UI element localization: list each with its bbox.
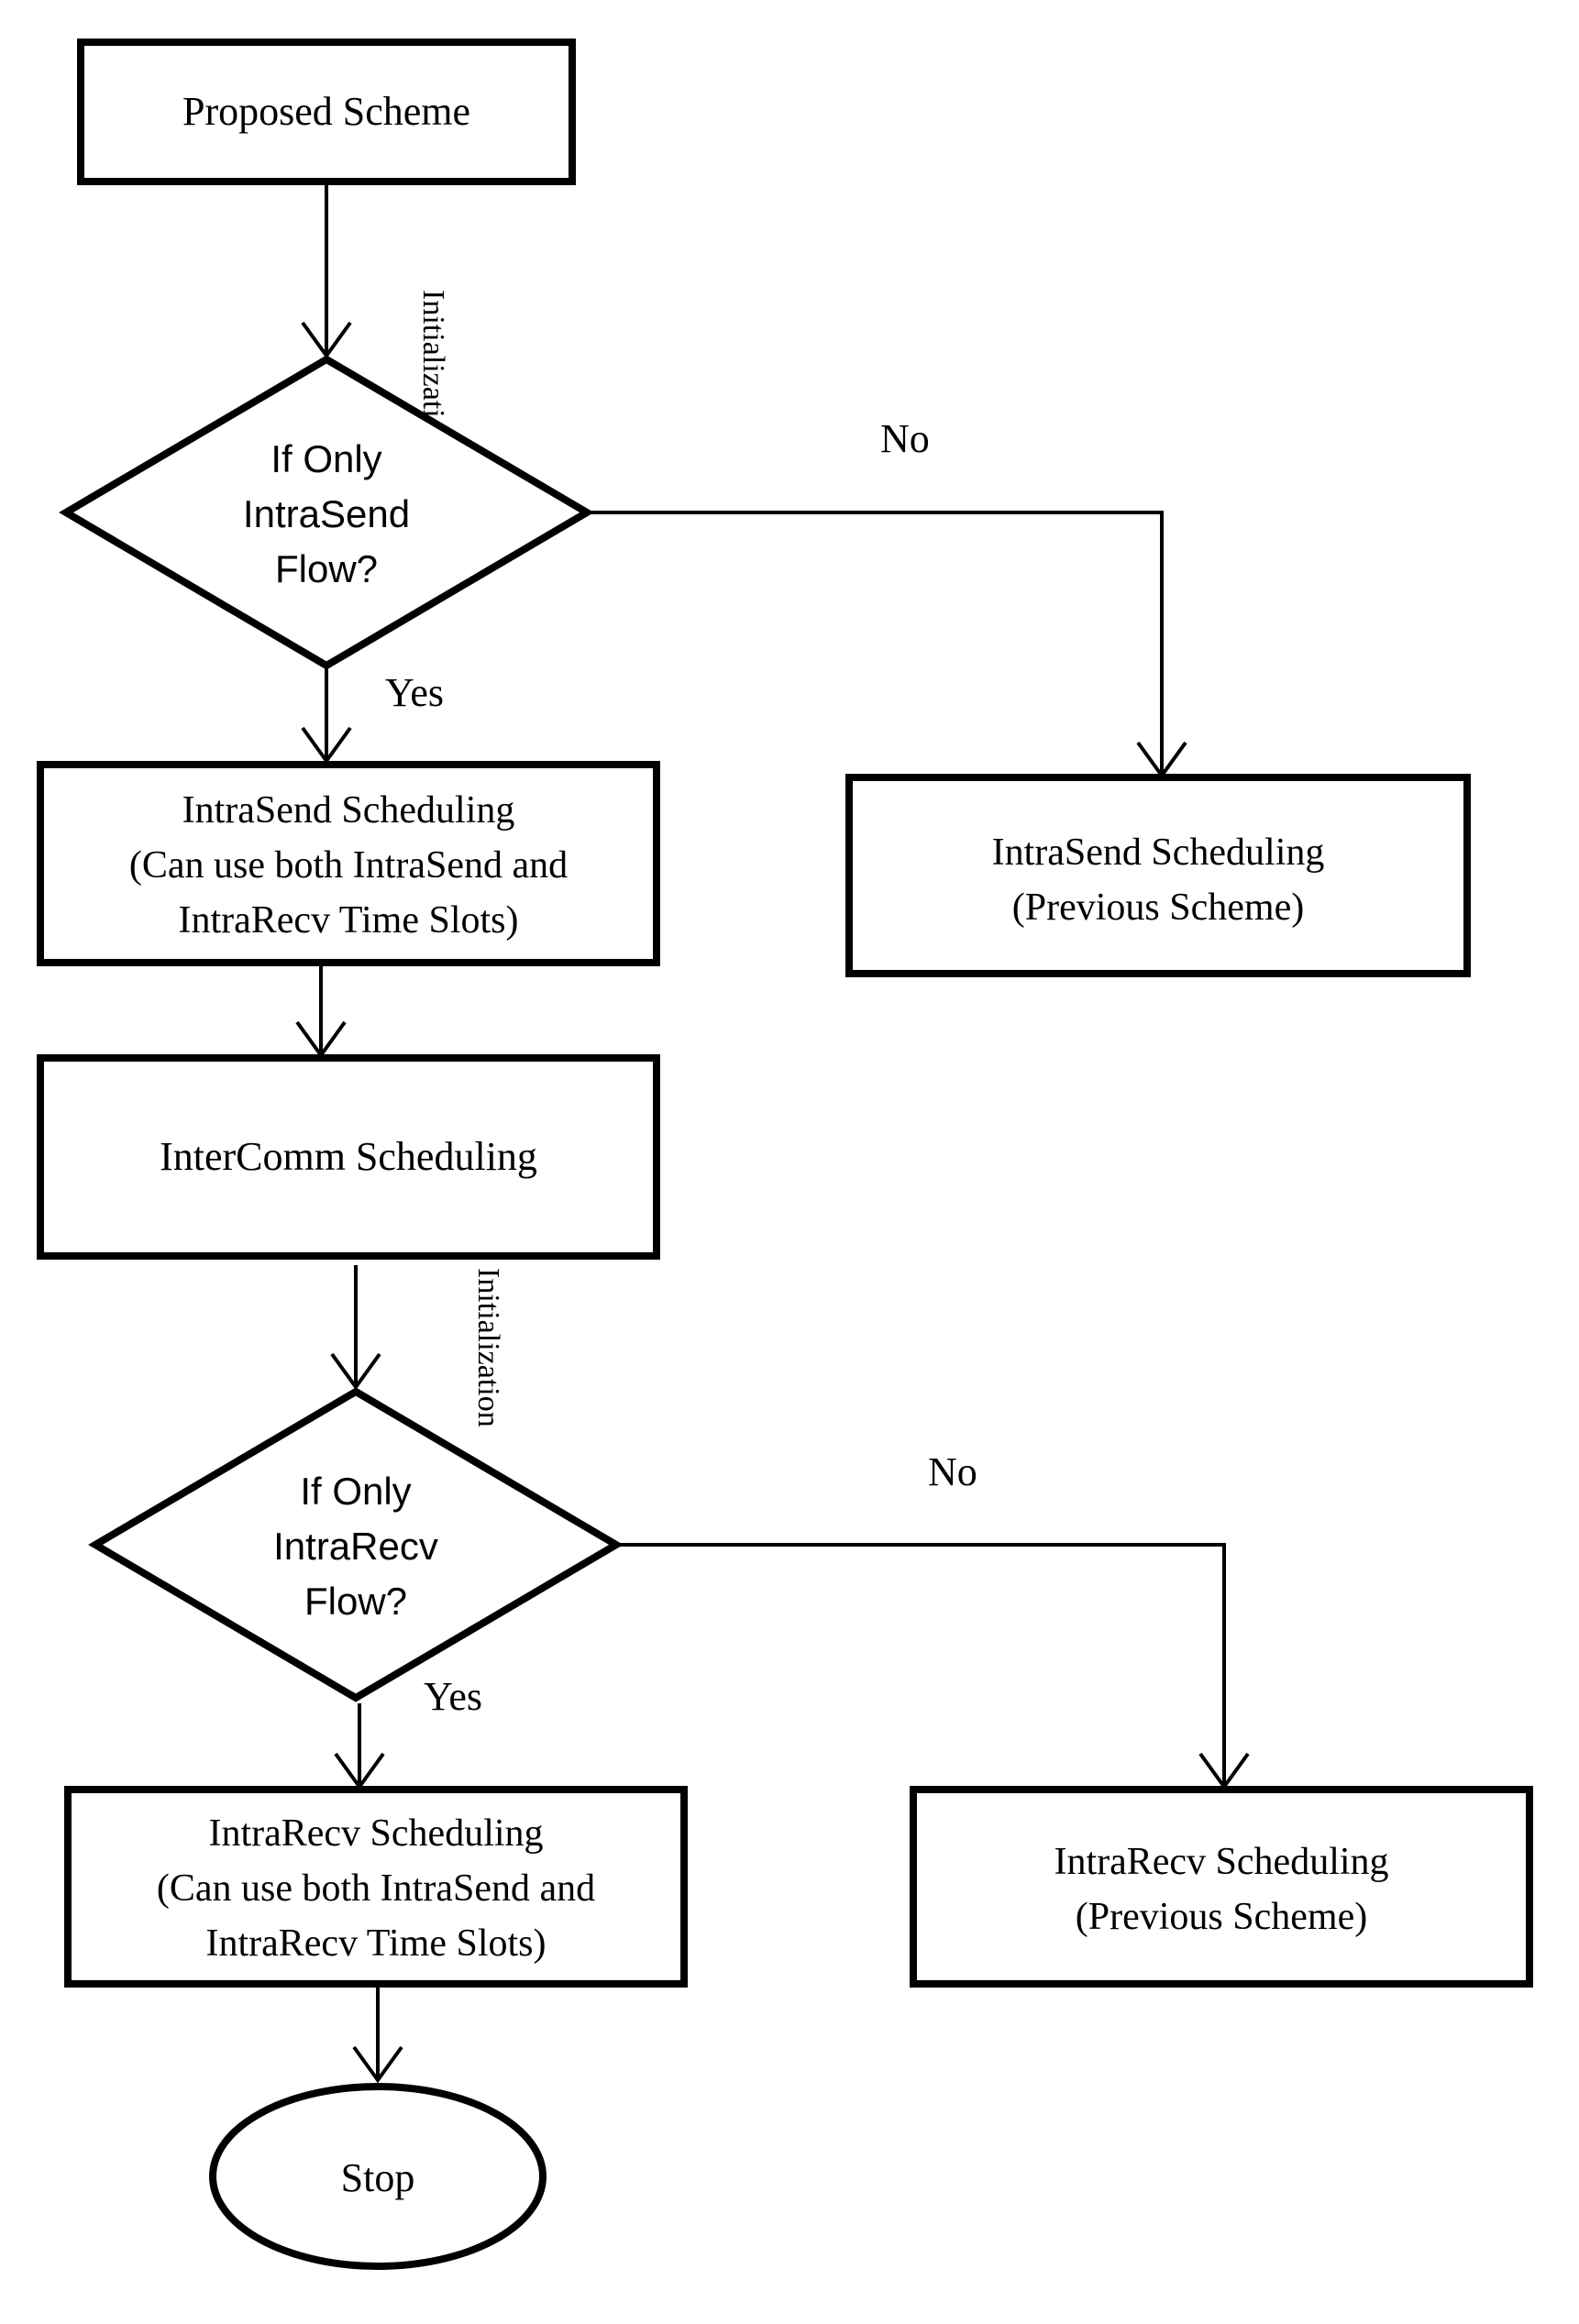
arrowhead-icon [330, 1352, 381, 1391]
node-label-line: IntraRecv Scheduling [208, 1812, 543, 1855]
node-intrasend-scheduling-previous: IntraSend Scheduling (Previous Scheme) [845, 774, 1471, 977]
decision-only-intrasend-flow: If Only IntraSend Flow? [59, 355, 594, 670]
node-label-line: (Previous Scheme) [1076, 1896, 1367, 1938]
edge-label-yes-1: Yes [385, 670, 444, 715]
decision-label-line: IntraRecv [273, 1525, 438, 1568]
edge-decision1-no [587, 511, 1164, 773]
node-label-line: IntraRecv Scheduling [1054, 1841, 1388, 1883]
decision-label-line: Flow? [304, 1580, 407, 1623]
node-label-line: IntraSend Scheduling [992, 832, 1325, 874]
decision-only-intrarecv-flow: If Only IntraRecv Flow? [88, 1387, 624, 1702]
node-intrasend-scheduling-new: IntraSend Scheduling (Can use both Intra… [37, 761, 660, 966]
edge-label-no-1: No [880, 416, 930, 461]
node-intrarecv-scheduling-previous: IntraRecv Scheduling (Previous Scheme) [910, 1786, 1533, 1988]
decision-label-line: If Only [271, 437, 381, 480]
node-label: Stop [341, 2155, 415, 2200]
decision-label-line: Flow? [275, 547, 378, 590]
edge-labels: Initialization No Yes Initialization No … [385, 290, 977, 1719]
arrowhead-icon [352, 2045, 403, 2084]
node-label: Proposed Scheme [182, 89, 470, 134]
node-label-line: (Previous Scheme) [1012, 887, 1304, 929]
node-intrarecv-scheduling-new: IntraRecv Scheduling (Can use both Intra… [64, 1786, 688, 1988]
node-label-line: (Can use both IntraSend and [157, 1867, 595, 1910]
node-label: InterComm Scheduling [160, 1134, 537, 1179]
edge-label-yes-2: Yes [424, 1674, 482, 1719]
decision-label-line: IntraSend [243, 492, 410, 535]
node-intercomm-scheduling: InterComm Scheduling [37, 1054, 660, 1260]
node-label-line: IntraSend Scheduling [182, 789, 515, 832]
decision-label-line: If Only [300, 1470, 411, 1513]
node-stop: Stop [209, 2083, 547, 2270]
node-label-line: IntraRecv Time Slots) [205, 1922, 546, 1965]
edge-label-no-2: No [928, 1449, 977, 1494]
node-proposed-scheme: Proposed Scheme [77, 39, 576, 185]
edge-decision2-no [616, 1543, 1226, 1784]
node-label-line: IntraRecv Time Slots) [178, 899, 518, 942]
edge-label-initialization-2: Initialization [471, 1268, 505, 1427]
node-label-line: (Can use both IntraSend and [129, 844, 568, 887]
